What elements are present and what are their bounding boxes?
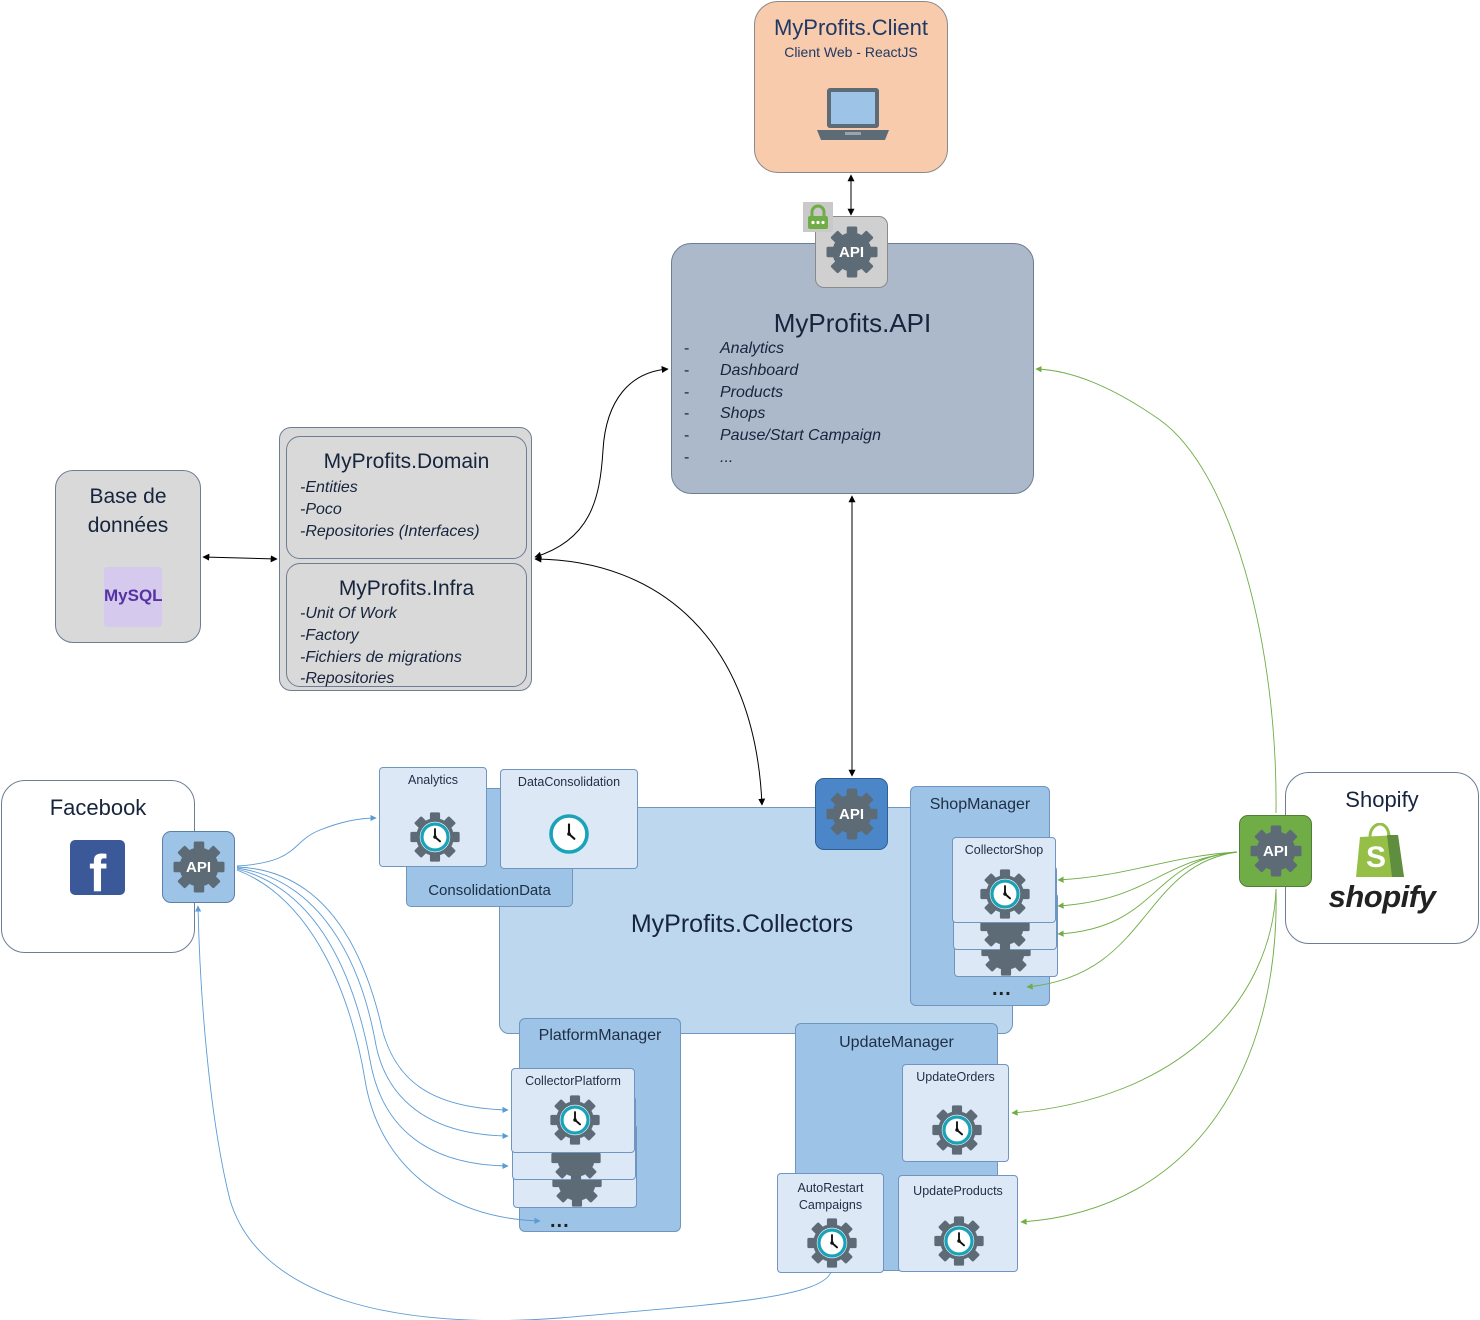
shopify-api-badge: API bbox=[1239, 815, 1312, 887]
client-title: MyProfits.Client bbox=[773, 15, 929, 40]
platform-manager-ellipsis: ... bbox=[550, 1210, 570, 1232]
api-badge-label: API bbox=[838, 244, 864, 261]
shopify-title: Shopify bbox=[1345, 787, 1419, 812]
clock-gear-icon bbox=[803, 1214, 861, 1272]
database-title-line1: Base de bbox=[89, 485, 167, 508]
shopify-collectorshop-arrow bbox=[1026, 851, 1238, 990]
api-item: -Products bbox=[684, 383, 784, 401]
api-item: -Dashboard bbox=[684, 361, 799, 379]
shopify-collectorshop-arrow bbox=[1057, 851, 1238, 883]
shopify-api-arrow bbox=[1035, 366, 1277, 814]
update-products-label: UpdateProducts bbox=[913, 1184, 1003, 1198]
collectors-api-badge-label: API bbox=[838, 806, 864, 823]
shopify-collectorshop-arrow bbox=[1057, 851, 1238, 937]
api-item-list: -Analytics -Dashboard -Products -Shops -… bbox=[684, 338, 881, 469]
analytics-card: Analytics bbox=[379, 767, 487, 867]
lock-icon bbox=[803, 202, 833, 232]
domain-item-list: -Entities -Poco -Repositories (Interface… bbox=[300, 477, 480, 542]
domain-api-arrow bbox=[534, 366, 669, 559]
collector-shop-card: CollectorShop bbox=[952, 837, 1056, 923]
infra-item: -Repositories bbox=[300, 670, 395, 688]
database-title-line2: données bbox=[87, 514, 169, 537]
collector-platform-card: CollectorPlatform bbox=[511, 1068, 635, 1153]
api-item: -Pause/Start Campaign bbox=[684, 427, 881, 445]
mysql-logo: MySQL bbox=[104, 567, 163, 627]
db-domain-arrow bbox=[202, 553, 278, 563]
shop-manager-title: ShopManager bbox=[929, 796, 1031, 813]
facebook-api-badge-label: API bbox=[185, 859, 211, 876]
shopify-bag-icon: S bbox=[1356, 823, 1404, 877]
facebook-platform-arrow bbox=[236, 868, 509, 1170]
facebook-platform-arrow bbox=[236, 869, 541, 1224]
shopify-wordmark: shopify bbox=[1328, 879, 1436, 914]
facebook-title: Facebook bbox=[49, 795, 147, 820]
client-subtitle: Client Web - ReactJS bbox=[784, 44, 918, 60]
infra-item: -Factory bbox=[300, 626, 359, 644]
infra-title: MyProfits.Infra bbox=[338, 577, 475, 600]
analytics-label: Analytics bbox=[407, 773, 459, 787]
update-manager-title: UpdateManager bbox=[839, 1034, 954, 1051]
api-item: -... bbox=[684, 448, 734, 466]
clock-icon bbox=[549, 814, 589, 854]
domain-item: -Poco bbox=[300, 500, 342, 518]
shopify-updateproducts-arrow bbox=[1020, 888, 1277, 1225]
api-box: MyProfits.API -Analytics -Dashboard -Pro… bbox=[671, 243, 1034, 494]
clock-gear-icon bbox=[930, 1212, 988, 1270]
collectors-api-badge: API bbox=[815, 778, 888, 850]
api-title: MyProfits.API bbox=[773, 308, 932, 338]
clock-gear-icon bbox=[976, 865, 1034, 923]
domain-box: MyProfits.Domain -Entities -Poco -Reposi… bbox=[286, 436, 527, 559]
data-consolidation-card: DataConsolidation bbox=[500, 769, 638, 869]
clock-gear-icon bbox=[546, 1091, 604, 1149]
database-box: Base de données MySQL bbox=[55, 470, 201, 643]
shopify-collectorshop-arrow bbox=[1057, 851, 1238, 909]
facebook-analytics-arrow bbox=[236, 814, 377, 867]
collector-shop-label: CollectorShop bbox=[964, 843, 1044, 857]
client-box: MyProfits.Client Client Web - ReactJS bbox=[754, 1, 948, 173]
domain-item: -Entities bbox=[300, 479, 358, 496]
auto-restart-label-line1: AutoRestart bbox=[797, 1181, 864, 1195]
api-item: -Shops bbox=[684, 405, 766, 423]
collector-platform-label: CollectorPlatform bbox=[525, 1074, 621, 1088]
auto-restart-campaigns-card: AutoRestart Campaigns bbox=[777, 1173, 884, 1273]
facebook-api-badge: API bbox=[162, 831, 235, 903]
update-orders-card: UpdateOrders bbox=[902, 1064, 1009, 1162]
infra-item-list: -Unit Of Work -Factory -Fichiers de migr… bbox=[300, 603, 462, 690]
domain-item: -Repositories (Interfaces) bbox=[300, 522, 480, 540]
infra-item: -Unit Of Work bbox=[300, 605, 397, 622]
clock-gear-icon bbox=[928, 1101, 986, 1159]
domain-title: MyProfits.Domain bbox=[323, 450, 490, 473]
api-item: -Analytics bbox=[684, 340, 785, 357]
update-products-card: UpdateProducts bbox=[898, 1175, 1018, 1272]
data-consolidation-label: DataConsolidation bbox=[517, 775, 621, 789]
auto-restart-label-line2: Campaigns bbox=[798, 1198, 863, 1212]
facebook-platform-arrow bbox=[236, 867, 509, 1140]
update-orders-label: UpdateOrders bbox=[916, 1070, 995, 1084]
laptop-icon bbox=[817, 88, 889, 140]
infra-item: -Fichiers de migrations bbox=[300, 648, 462, 666]
consolidation-data-label: ConsolidationData bbox=[428, 882, 551, 899]
shopify-box: Shopify S shopify bbox=[1285, 772, 1479, 944]
platform-manager-title: PlatformManager bbox=[538, 1027, 662, 1044]
infra-box: MyProfits.Infra -Unit Of Work -Factory -… bbox=[286, 563, 527, 687]
shop-manager-ellipsis: ... bbox=[992, 978, 1012, 1000]
facebook-logo-icon: f bbox=[70, 840, 125, 895]
shopify-api-badge-label: API bbox=[1262, 843, 1288, 860]
clock-gear-icon bbox=[406, 808, 464, 866]
svg-text:S: S bbox=[1366, 841, 1386, 874]
